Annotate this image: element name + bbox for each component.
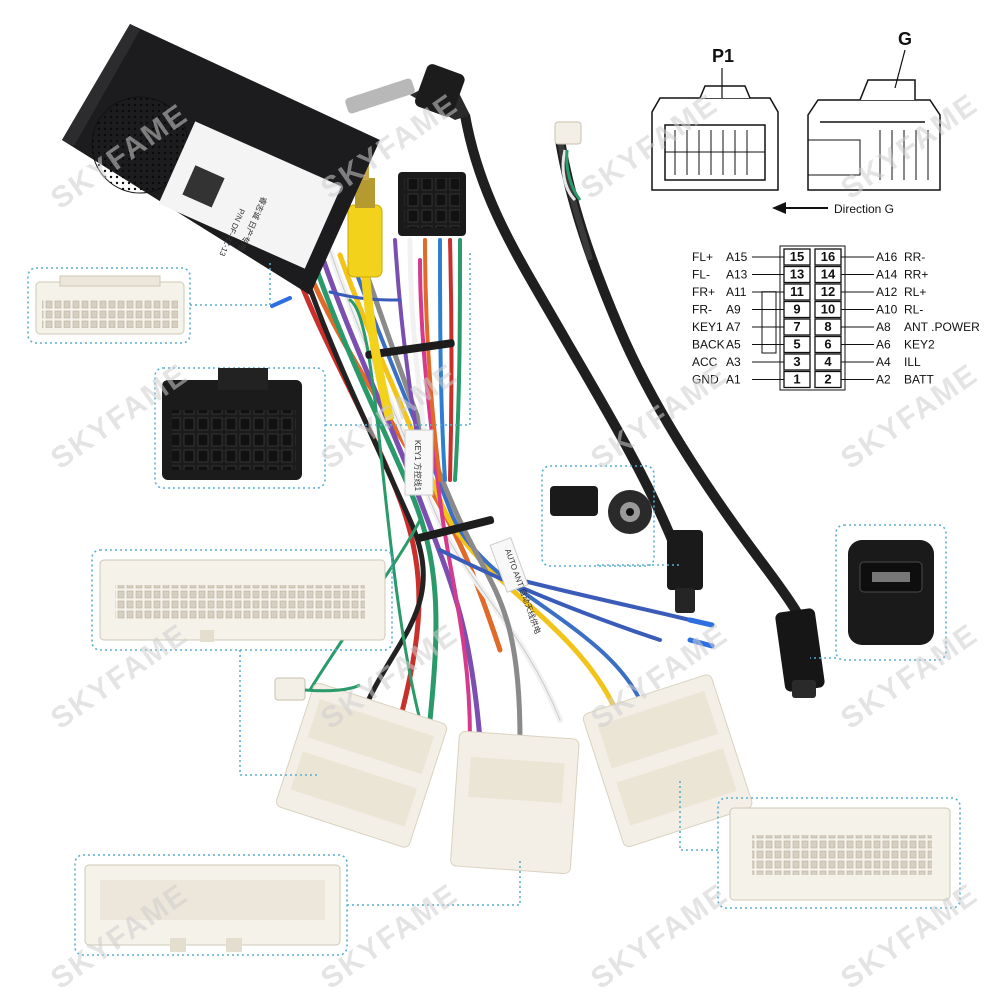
detail-mini-usb (848, 540, 934, 645)
g-leader-line (894, 49, 906, 89)
direction-arrowhead (772, 202, 786, 214)
black-16pin-plug (398, 172, 466, 236)
pin-right-name: RL- (904, 303, 923, 317)
pin-right-id: A10 (876, 303, 898, 317)
direction-label: Direction G (834, 202, 894, 216)
pin-right-id: A14 (876, 268, 898, 282)
pin-number-left: 13 (790, 267, 804, 282)
pin-left-id: A7 (726, 320, 741, 334)
pin-left-id: A1 (726, 373, 741, 387)
p1-label: P1 (712, 46, 734, 66)
pin-right-id: A2 (876, 373, 891, 387)
pin-right-name: ANT .POWER (904, 320, 980, 334)
detail-wide-connector-top (99, 559, 386, 642)
pin-right-name: RL+ (904, 285, 926, 299)
pin-box-left (783, 318, 811, 336)
pin-number-right: 16 (821, 249, 835, 264)
pin-left-id: A3 (726, 355, 741, 369)
pin-left-name: FL- (692, 268, 710, 282)
pin-grid-outline (779, 245, 846, 391)
watermark-15: SKYFAME (585, 877, 734, 995)
pin-number-right: 2 (824, 372, 831, 387)
pin-number-left: 11 (790, 284, 804, 299)
p1-connector-drawing (651, 85, 779, 191)
pin-box-left (783, 265, 811, 284)
pin-right-id: A6 (876, 338, 891, 352)
detail-white-20pin (35, 275, 185, 335)
pin-box-left (783, 370, 811, 389)
pin-number-left: 7 (793, 319, 800, 334)
box-label-sticker (158, 121, 342, 269)
pin-left-id: A15 (726, 250, 748, 264)
pin-right-id: A4 (876, 355, 891, 369)
pin-left-id: A5 (726, 338, 741, 352)
pin-number-left: 5 (793, 337, 800, 352)
harness-connectors (274, 674, 753, 875)
pin-left-name: FR+ (692, 285, 715, 299)
detail-connector-bottom-left (84, 864, 341, 952)
callout-frames (27, 250, 961, 956)
g-connector-drawing (807, 79, 941, 191)
pin-number-left: 3 (793, 354, 800, 369)
pin-right-name: RR- (904, 250, 925, 264)
detail-connector-bottom-right (729, 807, 951, 901)
detail-fakra-connector (550, 486, 652, 534)
pin-number-right: 6 (824, 337, 831, 352)
pin-number-left: 1 (793, 372, 800, 387)
key1-tag: KEY1 方控线1 (413, 440, 423, 492)
g-label: G (898, 29, 912, 49)
usb-cable (554, 121, 825, 698)
pin-right-id: A16 (876, 250, 898, 264)
pin-number-right: 4 (824, 354, 832, 369)
pin-number-right: 12 (821, 284, 835, 299)
pin-number-left: 15 (790, 249, 804, 264)
pin-left-name: BACK (692, 338, 725, 352)
pin-right-name: RR+ (904, 268, 928, 282)
pin-box-left (783, 248, 811, 266)
pin-left-name: KEY1 (692, 320, 723, 334)
pin-number-right: 10 (821, 302, 835, 317)
pin-left-id: A13 (726, 268, 748, 282)
pin-number-left: 9 (793, 302, 800, 317)
detail-black-16pin (162, 368, 302, 480)
pin-number-right: 14 (821, 267, 836, 282)
pin-box-left (783, 300, 811, 319)
pin-left-name: FL+ (692, 250, 713, 264)
pin-box-left (783, 353, 811, 371)
pin-box-left (783, 283, 811, 301)
pin-left-id: A9 (726, 303, 741, 317)
pin-right-id: A8 (876, 320, 891, 334)
antenna-cable (345, 64, 703, 613)
pin-box-left (783, 335, 811, 354)
pin-grid-key (761, 291, 777, 354)
pin-left-id: A11 (726, 285, 747, 299)
pin-right-name: ILL (904, 355, 921, 369)
pin-right-name: KEY2 (904, 338, 935, 352)
pin-right-name: BATT (904, 373, 934, 387)
pin-right-id: A12 (876, 285, 898, 299)
canbus-decoder-box: P/N DF-RZ-13 睿志诚 日产专用 (62, 24, 380, 295)
qr-code (182, 165, 225, 208)
cable-ties (365, 339, 495, 542)
pin-left-name: ACC (692, 355, 718, 369)
pin-left-name: GND (692, 373, 719, 387)
pin-left-name: FR- (692, 303, 712, 317)
pin-number-right: 8 (824, 319, 831, 334)
rca-plug (347, 155, 395, 422)
